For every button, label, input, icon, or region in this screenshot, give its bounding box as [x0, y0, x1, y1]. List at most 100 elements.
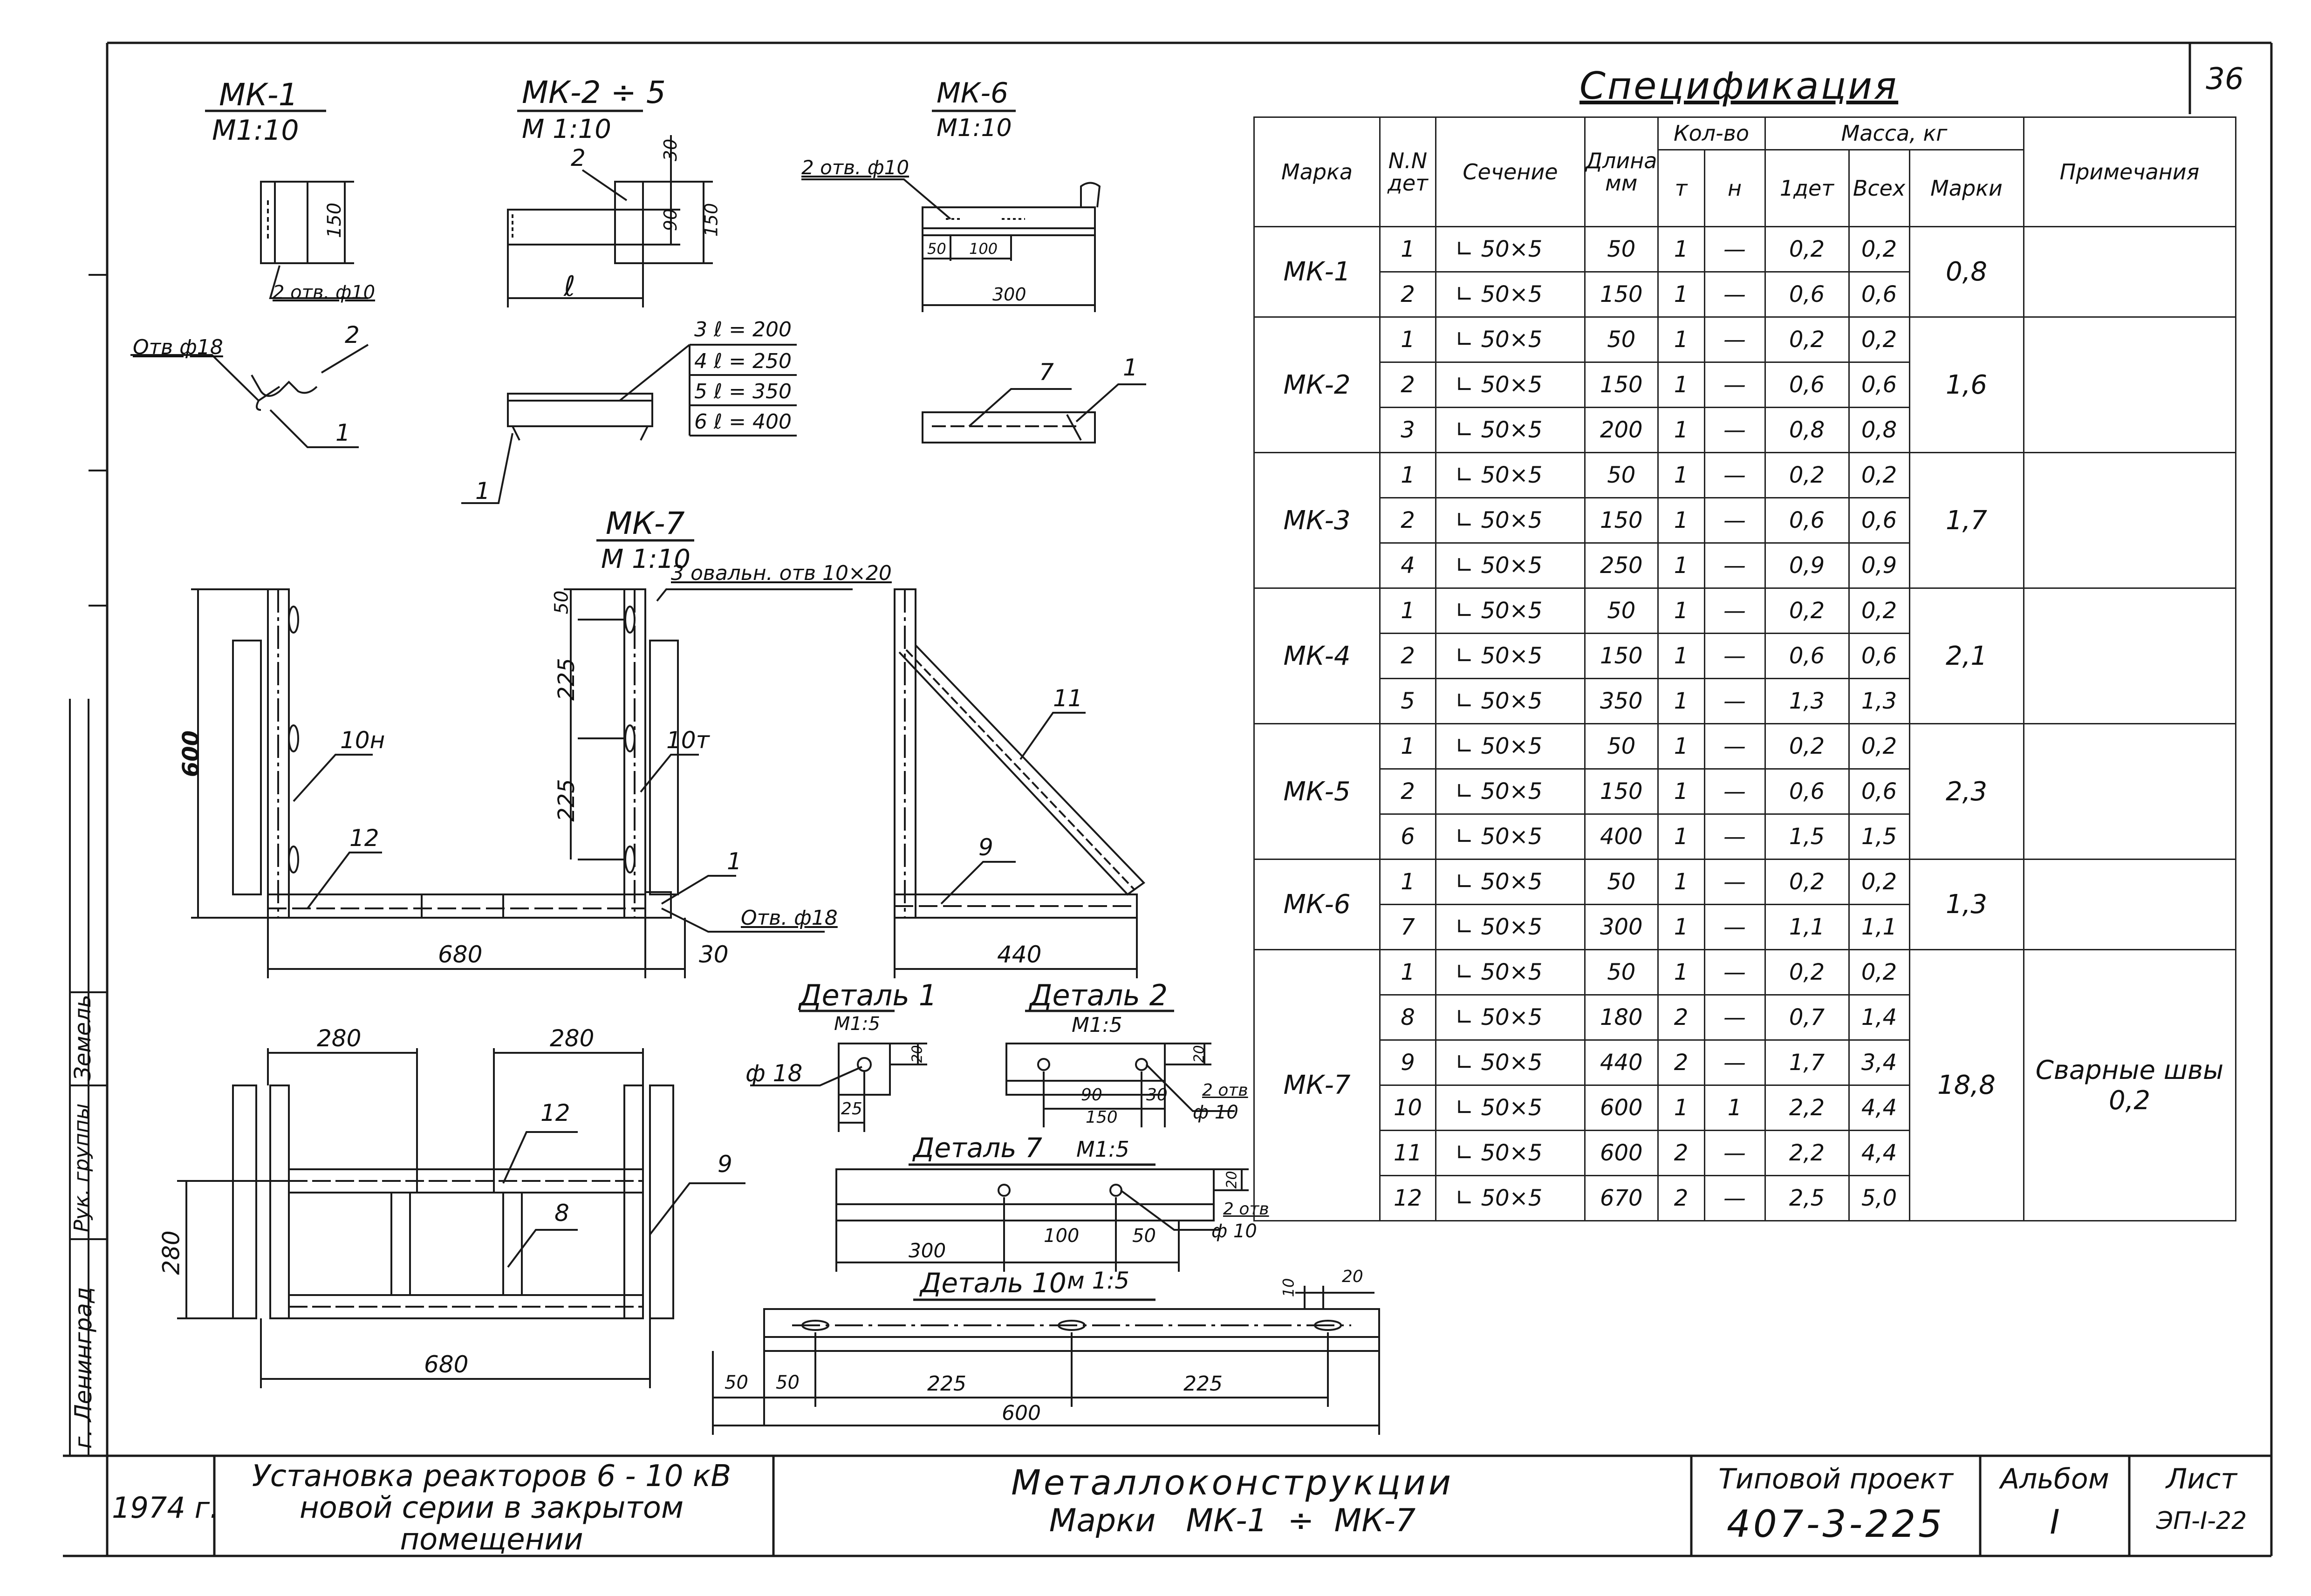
- hdr-vseh: Всех: [1848, 149, 1910, 227]
- spec-det: 1: [1379, 949, 1436, 996]
- spec-det: 2: [1379, 497, 1436, 544]
- spec-det: 2: [1379, 271, 1436, 318]
- spec-det: 1: [1379, 587, 1436, 634]
- spec-section: ∟ 50×5: [1435, 587, 1586, 634]
- tb-project-code: 407-3-225: [1726, 1502, 1945, 1546]
- spec-mass-all: 0,2: [1848, 452, 1910, 498]
- spec-note: [2023, 316, 2236, 453]
- spec-length: 600: [1584, 1084, 1659, 1131]
- det1-title: Деталь 1: [799, 978, 937, 1012]
- hdr-sechenie: Сечение: [1435, 116, 1586, 227]
- tb-drawing-sub: Марки МК-1 ÷ МК-7: [1049, 1502, 1416, 1539]
- det7-dim-50: 50: [1132, 1225, 1156, 1247]
- spec-mass-one: 2,2: [1764, 1130, 1850, 1176]
- plan-dim-680: 680: [424, 1351, 469, 1378]
- spec-det: 12: [1379, 1175, 1436, 1221]
- mk6-scale: М1:10: [937, 114, 1012, 142]
- spec-note: Сварные швы 0,2: [2023, 949, 2236, 1221]
- spec-qty-n: —: [1703, 813, 1766, 860]
- spec-det: 3: [1379, 407, 1436, 453]
- spec-mass-all: 0,6: [1848, 271, 1910, 318]
- spec-qty-n: —: [1703, 407, 1766, 453]
- mk25-scale: М 1:10: [522, 114, 611, 144]
- tb-sheet-label: Лист: [2166, 1463, 2237, 1495]
- spec-qty-t: 2: [1657, 1175, 1705, 1221]
- det1-scale: М1:5: [834, 1013, 880, 1035]
- spec-qty-n: —: [1703, 723, 1766, 770]
- spec-mass-one: 0,2: [1764, 859, 1850, 905]
- spec-mass-mark: 1,6: [1908, 316, 2024, 453]
- spec-mass-one: 1,3: [1764, 678, 1850, 724]
- spec-section: ∟ 50×5: [1435, 859, 1586, 905]
- spec-section: ∟ 50×5: [1435, 452, 1586, 498]
- spec-length: 350: [1584, 678, 1659, 724]
- det1-phi: ф 18: [745, 1060, 803, 1087]
- spec-qty-t: 1: [1657, 407, 1705, 453]
- det2-holes: 2 отв: [1202, 1081, 1248, 1100]
- spec-qty-n: —: [1703, 1039, 1766, 1086]
- spec-qty-t: 1: [1657, 587, 1705, 634]
- spec-mass-all: 0,6: [1848, 361, 1910, 408]
- detail7-drawing: [835, 1163, 1249, 1272]
- spec-mass-all: 0,2: [1848, 949, 1910, 996]
- spec-section: ∟ 50×5: [1435, 361, 1586, 408]
- spec-section: ∟ 50×5: [1435, 542, 1586, 589]
- spec-length: 600: [1584, 1130, 1659, 1176]
- spec-mass-mark: 1,7: [1908, 452, 2024, 589]
- spec-qty-n: 1: [1703, 1084, 1766, 1131]
- spec-mass-one: 0,2: [1764, 949, 1850, 996]
- spec-qty-n: —: [1703, 949, 1766, 996]
- plan-view: [177, 1048, 745, 1388]
- spec-det: 1: [1379, 316, 1436, 363]
- side-stamp: [69, 274, 107, 1456]
- sidebar-name: Земель: [70, 994, 96, 1081]
- spec-length: 150: [1584, 361, 1659, 408]
- spec-qty-n: —: [1703, 994, 1766, 1041]
- det7-dim-20: 20: [1224, 1171, 1240, 1189]
- spec-qty-t: 1: [1657, 813, 1705, 860]
- mk6-title: МК-6: [937, 77, 1009, 109]
- spec-qty-n: —: [1703, 1175, 1766, 1221]
- mk1-scale: М1:10: [212, 114, 299, 147]
- mk1-drawing: [130, 109, 369, 448]
- spec-note: [2023, 587, 2236, 724]
- spec-qty-t: 1: [1657, 452, 1705, 498]
- spec-qty-n: —: [1703, 678, 1766, 724]
- spec-mass-one: 0,7: [1764, 994, 1850, 1041]
- spec-mass-one: 2,2: [1764, 1084, 1850, 1131]
- spec-det: 9: [1379, 1039, 1436, 1086]
- spec-mass-all: 3,4: [1848, 1039, 1910, 1086]
- det10-title: Деталь 10: [920, 1267, 1067, 1299]
- hdr-marka: Марка: [1253, 116, 1381, 227]
- spec-mark: МК-3: [1253, 452, 1381, 589]
- det10-dim-600: 600: [1002, 1401, 1041, 1425]
- spec-section: ∟ 50×5: [1435, 407, 1586, 453]
- spec-mass-one: 0,2: [1764, 723, 1850, 770]
- spec-qty-t: 1: [1657, 226, 1705, 273]
- spec-qty-t: 1: [1657, 723, 1705, 770]
- spec-section: ∟ 50×5: [1435, 1039, 1586, 1086]
- plan-dim-280c: 280: [157, 1230, 185, 1275]
- spec-section: ∟ 50×5: [1435, 1130, 1586, 1176]
- sidebar-city: г. Ленинград: [70, 1287, 97, 1449]
- tb-project-name: Установка реакторов 6 - 10 кВ новой сери…: [252, 1459, 732, 1557]
- spec-mass-mark: 2,3: [1908, 723, 2024, 860]
- spec-mass-one: 0,2: [1764, 316, 1850, 363]
- spec-mass-mark: 0,8: [1908, 226, 2024, 318]
- spec-mass-all: 0,2: [1848, 723, 1910, 770]
- spec-mass-all: 1,3: [1848, 678, 1910, 724]
- spec-section: ∟ 50×5: [1435, 316, 1586, 363]
- spec-note: [2023, 452, 2236, 589]
- spec-length: 50: [1584, 949, 1659, 996]
- spec-qty-t: 2: [1657, 994, 1705, 1041]
- plan-dim-280b: 280: [550, 1025, 595, 1052]
